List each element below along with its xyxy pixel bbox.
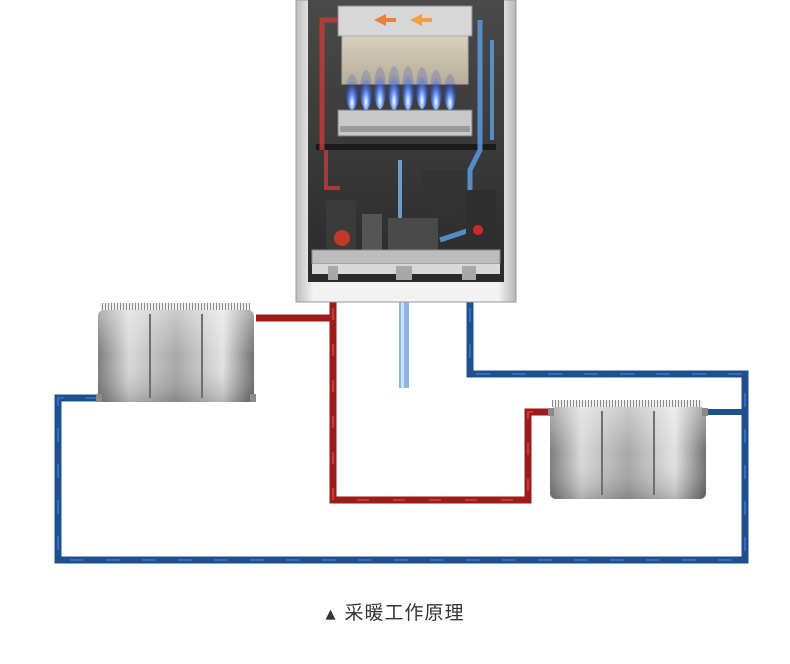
up-triangle-icon: ▲ xyxy=(325,607,336,622)
radiator-right xyxy=(548,400,708,499)
radiator-left xyxy=(96,303,256,402)
gas-boiler xyxy=(296,0,516,302)
caption: ▲ 采暖工作原理 xyxy=(0,598,790,625)
caption-text: 采暖工作原理 xyxy=(344,602,464,624)
